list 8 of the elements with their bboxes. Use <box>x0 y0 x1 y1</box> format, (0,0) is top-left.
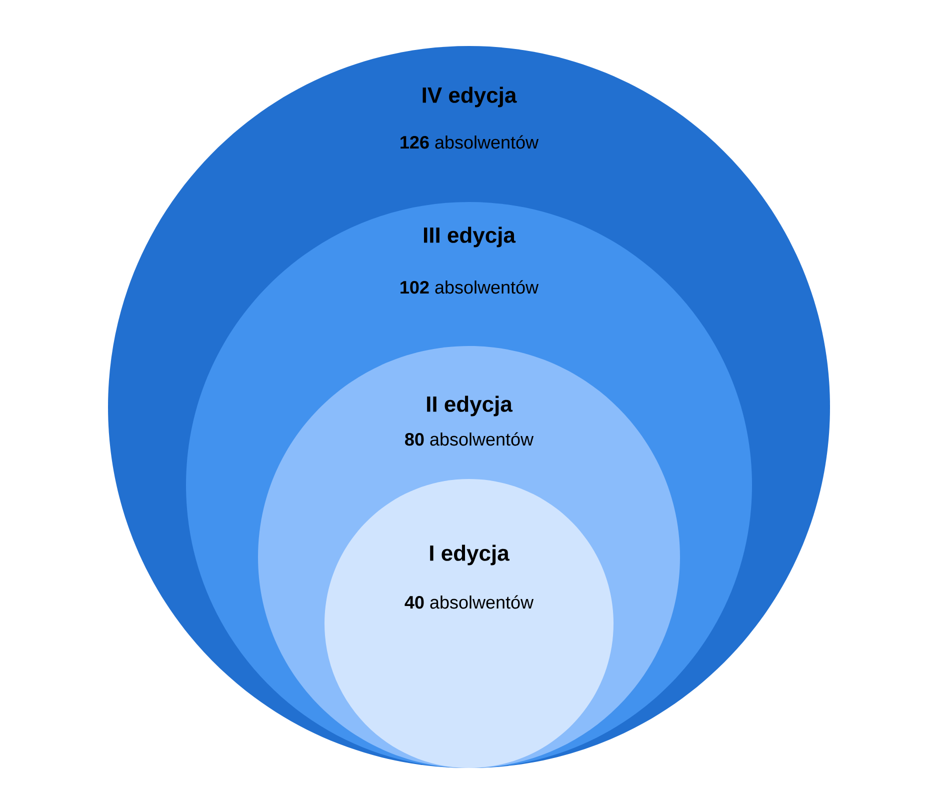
count-text: 126 absolwentów <box>400 135 539 149</box>
heading: I edycja <box>430 544 510 566</box>
heading: II edycja <box>427 396 513 416</box>
count-text: 80 absolwentów <box>405 432 534 446</box>
count-text: 40 absolwentów <box>404 595 534 609</box>
heading: III edycja <box>424 226 516 248</box>
count-text: 102 absolwentów <box>400 280 539 294</box>
heading: IV edycja <box>422 86 517 108</box>
